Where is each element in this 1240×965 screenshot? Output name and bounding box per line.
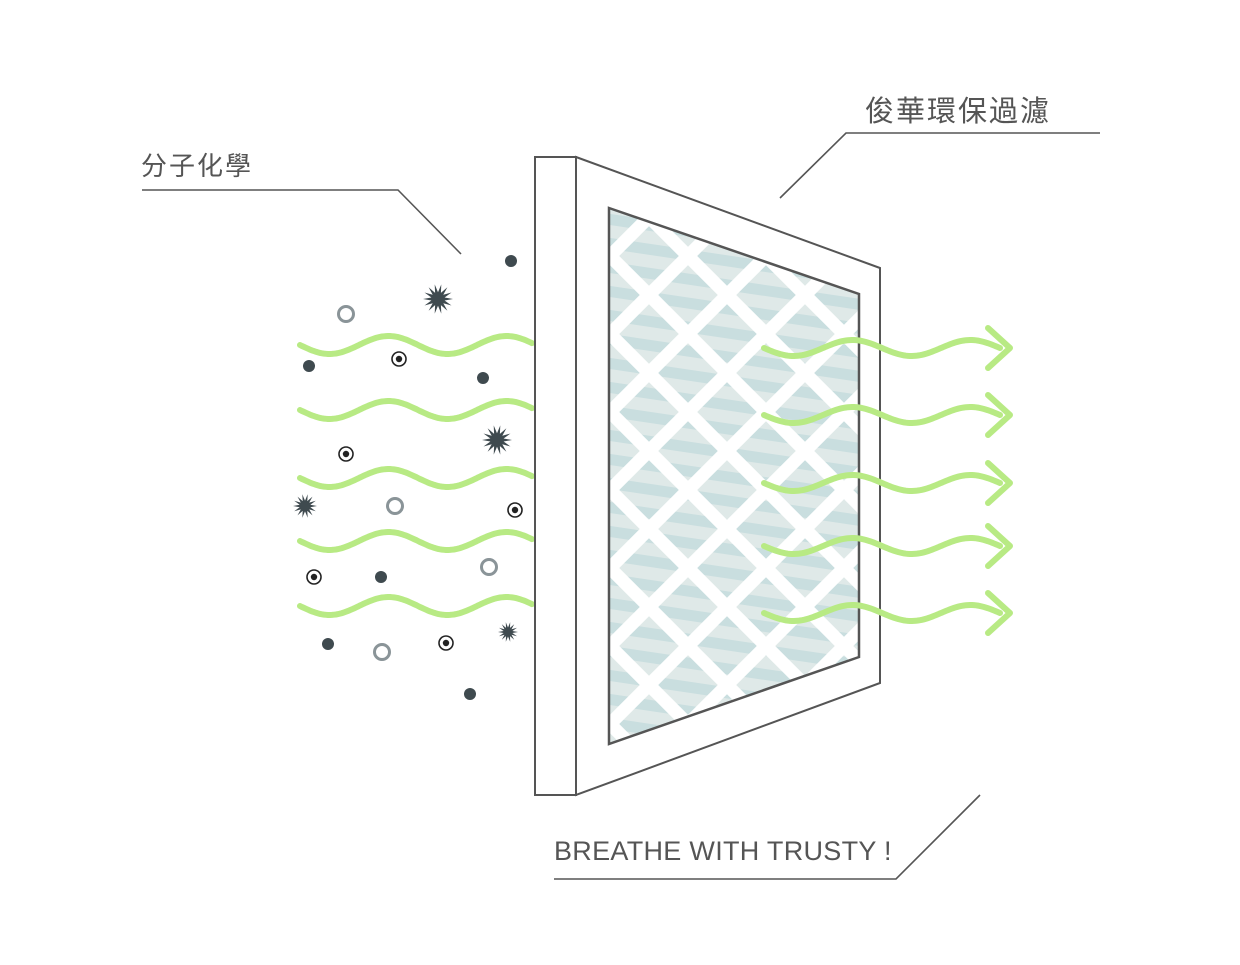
outgoing-air-wave	[761, 404, 1003, 426]
target-particle-icon	[438, 635, 454, 651]
target-particle-icon	[306, 569, 322, 585]
pleat-stripe	[609, 452, 859, 504]
mesh-wire	[914, 170, 1240, 810]
star-particle-icon	[293, 494, 317, 518]
ring-particle-icon	[373, 643, 391, 661]
outgoing-air-wave	[761, 337, 1003, 359]
mesh-wire	[675, 208, 859, 744]
brand-filter-label: 俊華環保過濾	[865, 94, 1052, 128]
mesh-wire	[0, 170, 540, 810]
mesh-wire	[609, 208, 859, 744]
outgoing-air-wave	[761, 472, 1003, 494]
ring-particle-icon	[337, 305, 355, 323]
arrow-head-icon	[985, 325, 1013, 371]
filter-media	[0, 170, 1240, 834]
filter-frame	[0, 155, 1240, 834]
arrow-head-icon	[985, 523, 1013, 569]
star-particle-icon	[498, 622, 518, 642]
incoming-air-wave	[297, 333, 535, 357]
ring-particle-icon	[386, 497, 404, 515]
mesh-wire	[1226, 170, 1240, 810]
target-particle-icon	[338, 446, 354, 462]
mesh-wire	[1070, 170, 1240, 810]
mesh-wire	[1070, 170, 1240, 810]
dot-particle-icon	[464, 688, 476, 700]
callout-line-bottom	[554, 794, 981, 880]
mesh-wire	[609, 208, 859, 744]
ring-particle-icon	[480, 558, 498, 576]
outgoing-air-wave	[761, 535, 1003, 557]
callout-line-right	[779, 132, 1100, 199]
dot-particle-icon	[375, 571, 387, 583]
mesh-wire	[0, 170, 540, 810]
incoming-airflow	[297, 333, 535, 618]
filter-side-edge	[534, 156, 577, 796]
pleat-stripe	[600, 794, 870, 834]
pleat-stripe	[609, 404, 859, 456]
mesh-wire	[992, 170, 1240, 810]
incoming-air-wave	[297, 529, 535, 553]
mesh-wire	[914, 170, 1240, 810]
mesh-wire	[609, 208, 859, 744]
arrow-head-icon	[985, 392, 1013, 438]
mesh-wire	[609, 208, 779, 744]
mesh-wire	[1148, 170, 1240, 810]
pleat-stripe	[609, 380, 859, 432]
mesh-wire	[609, 208, 623, 744]
mesh-wire	[609, 208, 859, 744]
incoming-air-wave	[297, 398, 535, 422]
mesh-wire	[609, 208, 857, 744]
mesh-wire	[1148, 170, 1240, 810]
incoming-air-wave	[297, 466, 535, 490]
mesh-wire	[609, 208, 779, 744]
molecular-chemistry-label: 分子化學	[141, 152, 254, 182]
star-particle-icon	[423, 284, 453, 314]
arrow-head-icon	[985, 460, 1013, 506]
tagline-label: BREATHE WITH TRUSTY !	[554, 836, 892, 866]
filter-inner-panel	[607, 206, 861, 746]
mesh-wire	[609, 208, 623, 744]
callout-line-left	[142, 189, 462, 255]
star-particle-icon	[482, 425, 512, 455]
incoming-air-wave	[297, 594, 535, 618]
outgoing-clean-airflow	[761, 325, 1013, 636]
pleat-stripe	[600, 770, 870, 810]
target-particle-icon	[507, 502, 523, 518]
target-particle-icon	[391, 351, 407, 367]
arrow-head-icon	[985, 590, 1013, 636]
dot-particle-icon	[322, 638, 334, 650]
dot-particle-icon	[477, 372, 489, 384]
dot-particle-icon	[303, 360, 315, 372]
dot-particle-icon	[505, 255, 517, 267]
pollutant-particles	[293, 255, 523, 700]
outgoing-air-wave	[761, 602, 1003, 624]
mesh-wire	[992, 170, 1240, 810]
mesh-wire	[609, 208, 859, 744]
mesh-wire	[1226, 170, 1240, 810]
